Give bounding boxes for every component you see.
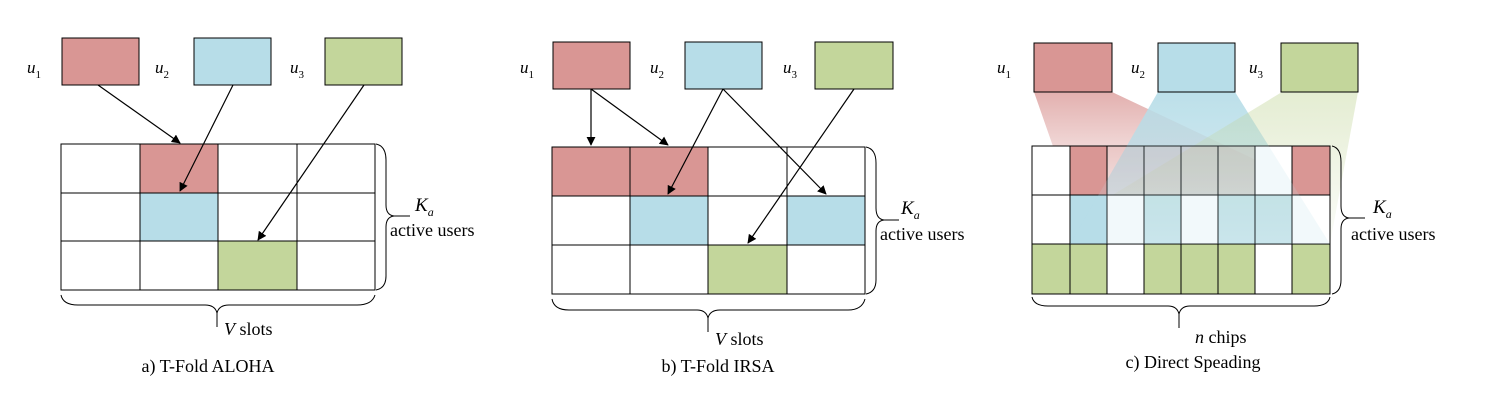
caption-a: a) T-Fold ALOHA bbox=[141, 356, 274, 377]
chip-cell-user-3 bbox=[1031, 243, 1071, 295]
user-2-box bbox=[193, 37, 272, 86]
bottom-brace bbox=[60, 294, 376, 314]
active-users-label: active users bbox=[880, 224, 964, 244]
slot-cell bbox=[551, 244, 631, 295]
user-2-label: u2 bbox=[155, 58, 169, 81]
user-1-box bbox=[552, 41, 631, 90]
slot-cell bbox=[217, 143, 298, 194]
arrow-user-1 bbox=[97, 84, 181, 144]
ka-label: Ka bbox=[900, 198, 920, 222]
panel-direct-spreading: u1 u2 u3 bbox=[997, 42, 1435, 373]
ka-label: Ka bbox=[414, 195, 434, 219]
slot-cell-user-2 bbox=[139, 192, 219, 242]
slot-cell bbox=[60, 192, 141, 242]
chip-cell bbox=[1254, 243, 1293, 295]
chip-cell-user-1 bbox=[1180, 145, 1219, 196]
user-3-box bbox=[324, 37, 403, 86]
slot-cell-user-3 bbox=[707, 244, 788, 295]
user-3-box bbox=[814, 41, 894, 90]
chip-cell bbox=[1106, 243, 1145, 295]
active-users-label: active users bbox=[390, 220, 474, 240]
chip-cell-user-3 bbox=[1217, 243, 1256, 295]
panel-irsa: u1 u2 u3 Ka active users V bbox=[520, 41, 964, 377]
user-2-box bbox=[1157, 42, 1236, 93]
chip-cell-user-2 bbox=[1143, 194, 1182, 245]
user-1-label: u1 bbox=[27, 58, 41, 81]
slot-cell bbox=[296, 192, 376, 242]
chips-label: n chips bbox=[1195, 327, 1247, 347]
user-3-label: u3 bbox=[1249, 58, 1264, 81]
bottom-brace bbox=[551, 298, 866, 319]
chip-cell bbox=[1254, 145, 1293, 196]
active-users-label: active users bbox=[1351, 224, 1435, 244]
slot-cell bbox=[629, 244, 709, 295]
chip-cell-user-3 bbox=[1291, 243, 1331, 295]
chip-cell bbox=[1106, 194, 1145, 245]
slot-grid bbox=[60, 143, 376, 291]
chip-cell-user-3 bbox=[1180, 243, 1219, 295]
slots-label: V slots bbox=[715, 329, 764, 349]
slot-cell bbox=[139, 240, 219, 291]
slot-cell bbox=[786, 146, 866, 197]
chip-cell-user-3 bbox=[1143, 243, 1182, 295]
slot-cell bbox=[707, 146, 788, 197]
user-3-label: u3 bbox=[290, 58, 305, 81]
user-1-label: u1 bbox=[997, 58, 1011, 81]
slot-cell bbox=[786, 244, 866, 295]
slots-label: V slots bbox=[224, 319, 273, 339]
spread-beam-overlay bbox=[1070, 92, 1330, 244]
user-3-label: u3 bbox=[783, 58, 798, 81]
chip-cell bbox=[1031, 145, 1071, 196]
chip-cell-user-1 bbox=[1291, 145, 1331, 196]
panel-aloha: u1 u2 u3 Ka active users bbox=[27, 37, 474, 377]
slot-cell bbox=[60, 143, 141, 194]
arrow-user-2 bbox=[667, 88, 724, 195]
slot-cell-user-3 bbox=[217, 240, 298, 291]
caption-b: b) T-Fold IRSA bbox=[661, 356, 774, 377]
chip-cell bbox=[1180, 194, 1219, 245]
slot-cell-user-1 bbox=[139, 143, 219, 194]
ka-label: Ka bbox=[1372, 197, 1392, 221]
arrow-user-3 bbox=[257, 84, 365, 241]
user-1-box bbox=[1033, 42, 1113, 93]
slot-grid bbox=[551, 146, 866, 295]
arrow-user-1 bbox=[590, 88, 669, 146]
chip-cell-user-3 bbox=[1069, 243, 1108, 295]
chip-cell-user-2 bbox=[1254, 194, 1293, 245]
slot-cell bbox=[551, 195, 631, 246]
arrow-user-3 bbox=[747, 88, 855, 244]
slot-cell-user-1 bbox=[551, 146, 631, 197]
arrow-user-2 bbox=[722, 88, 827, 195]
chip-cell bbox=[1031, 194, 1071, 245]
slot-cell-user-2 bbox=[786, 195, 866, 246]
slot-cell-user-2 bbox=[629, 195, 709, 246]
chip-cell bbox=[1291, 194, 1331, 245]
arrow-user-2 bbox=[179, 84, 234, 192]
chip-cell-user-1 bbox=[1106, 145, 1145, 196]
slot-cell bbox=[60, 240, 141, 291]
chip-cell-user-2 bbox=[1217, 194, 1256, 245]
slot-cell bbox=[296, 143, 376, 194]
user-1-label: u1 bbox=[520, 58, 534, 81]
bottom-brace bbox=[1031, 296, 1331, 315]
right-brace bbox=[375, 143, 395, 291]
chip-grid bbox=[1031, 145, 1331, 295]
right-brace bbox=[865, 146, 885, 295]
caption-c: c) Direct Speading bbox=[1126, 352, 1261, 373]
user-1-box bbox=[61, 37, 140, 86]
user-3-box bbox=[1280, 42, 1359, 93]
user-2-label: u2 bbox=[650, 58, 664, 81]
slot-cell bbox=[296, 240, 376, 291]
slot-cell-user-1 bbox=[629, 146, 709, 197]
chip-cell-user-1 bbox=[1069, 145, 1108, 196]
user-2-label: u2 bbox=[1131, 58, 1145, 81]
user-2-box bbox=[684, 41, 763, 90]
